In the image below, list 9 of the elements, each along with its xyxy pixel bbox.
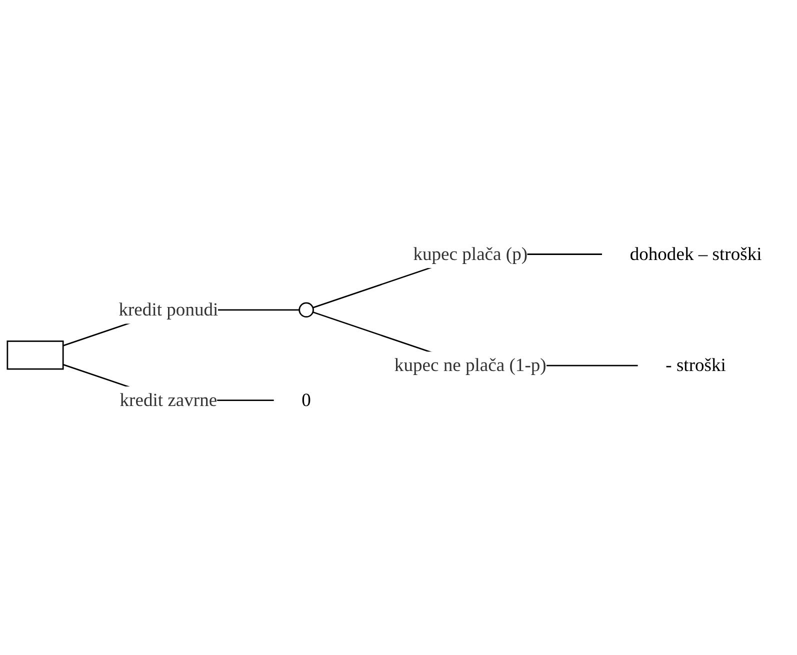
- node-text: - stroški: [666, 356, 726, 376]
- node-circle: [298, 302, 314, 318]
- edge-label: kupec plača (p): [413, 244, 528, 265]
- node-box: [6, 340, 64, 370]
- node-text: dohodek – stroški: [630, 244, 762, 265]
- node-text: 0: [302, 390, 311, 411]
- edge-label: kredit zavrne: [120, 390, 218, 411]
- edge-label: kredit ponudi: [118, 300, 218, 320]
- edge-label: kupec ne plača (1-p): [394, 356, 546, 376]
